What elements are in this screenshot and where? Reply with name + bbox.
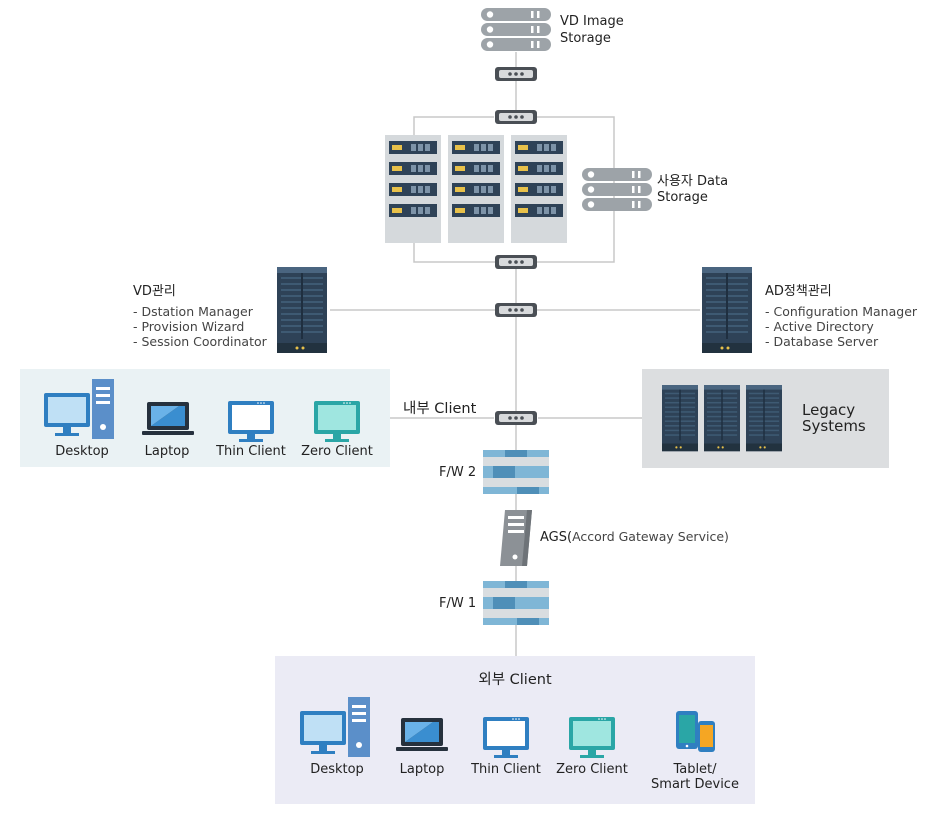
legacy-systems-label: Legacy xyxy=(802,401,855,419)
ad-management-server-icon xyxy=(702,267,752,353)
ags-label: AGS(Accord Gateway Service) xyxy=(540,529,729,545)
vd-management-server-icon xyxy=(277,267,327,353)
internal-device-label: Thin Client xyxy=(215,444,286,459)
switch-icon xyxy=(495,411,537,425)
vd-management-item: - Session Coordinator xyxy=(133,334,268,349)
vd-management-item: - Provision Wizard xyxy=(133,319,244,334)
user-data-storage-label: 사용자 Data xyxy=(657,174,728,189)
ags-name: AGS( xyxy=(540,530,572,545)
external-device-label: Laptop xyxy=(400,762,445,777)
switch-icon xyxy=(495,255,537,269)
ad-management-title: AD정책관리 xyxy=(765,284,832,299)
external-device-label: Zero Client xyxy=(556,762,628,777)
rack-server-cluster-icon xyxy=(385,135,567,243)
internal-client-label: 내부 Client xyxy=(403,400,477,417)
user-data-storage-label-line2: Storage xyxy=(657,190,708,205)
switch-icon xyxy=(495,67,537,81)
internal-device-label: Desktop xyxy=(55,444,109,459)
vd-image-storage-icon xyxy=(481,8,551,51)
tablet-label: Tablet/ xyxy=(672,762,717,777)
external-client-label: 외부 Client xyxy=(478,671,552,688)
ags-detail: Accord Gateway Service) xyxy=(572,529,729,544)
internal-device-label: Zero Client xyxy=(301,444,373,459)
internal-device-label: Laptop xyxy=(145,444,190,459)
ad-management-item: - Database Server xyxy=(765,334,879,349)
tablet-icon xyxy=(676,711,715,752)
external-device-label: Desktop xyxy=(310,762,364,777)
firewall-icon xyxy=(483,581,549,625)
switch-icon xyxy=(495,303,537,317)
vd-management-item: - Dstation Manager xyxy=(133,304,254,319)
external-device-label: Thin Client xyxy=(470,762,541,777)
legacy-server-icon xyxy=(662,385,782,452)
ad-management-item: - Active Directory xyxy=(765,319,874,334)
gateway-server-icon xyxy=(500,510,532,566)
user-data-storage-icon xyxy=(582,168,652,211)
firewall-2-label: F/W 2 xyxy=(439,465,476,480)
vd-image-storage-label: VD Image xyxy=(560,14,624,29)
legacy-systems-label-line2: Systems xyxy=(802,417,866,435)
firewall-icon xyxy=(483,450,549,494)
firewall-1-label: F/W 1 xyxy=(439,596,476,611)
vd-image-storage-label-line2: Storage xyxy=(560,31,611,46)
vd-management-title: VD관리 xyxy=(133,284,176,299)
tablet-label-line2: Smart Device xyxy=(651,777,739,792)
ad-management-item: - Configuration Manager xyxy=(765,304,918,319)
switch-icon xyxy=(495,110,537,124)
